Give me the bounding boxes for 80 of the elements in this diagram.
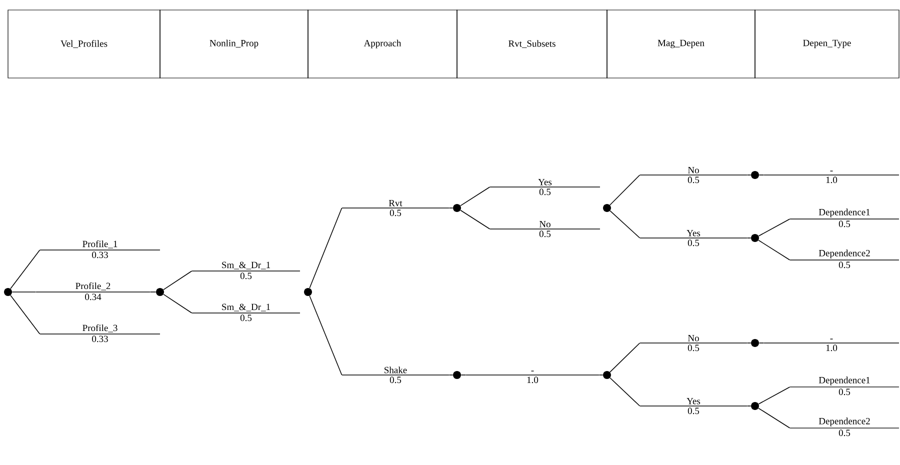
probability-label: 1.0: [826, 344, 838, 352]
branch-label: Dependence1: [818, 208, 870, 218]
branch-label: -: [531, 370, 534, 372]
branch-label: No: [539, 220, 550, 228]
probability-label: 0.5: [240, 272, 252, 280]
column-header: Approach: [308, 10, 458, 78]
branch-label: Profile_2: [76, 282, 110, 290]
branch-label: Dependence1: [818, 376, 870, 386]
branch-connector: [309, 208, 342, 288]
chance-node: [453, 204, 461, 212]
probability-label: 1.0: [826, 176, 838, 184]
branch-label: Yes: [686, 398, 700, 404]
branch-connector: [610, 210, 640, 238]
branch-label: No: [688, 166, 699, 174]
branch-connector: [163, 294, 192, 314]
branch-connector: [598, 374, 604, 376]
branch-connector: [758, 408, 790, 428]
chance-node: [751, 234, 759, 242]
probability-label: 0.5: [688, 408, 700, 414]
branch-connector: [758, 218, 790, 236]
branch-connector: [758, 386, 790, 404]
probability-label: 0.5: [390, 210, 402, 216]
column-header: Vel_Profiles: [8, 10, 160, 78]
branch-connector: [758, 174, 764, 176]
chance-node: [603, 370, 611, 379]
probability-label: 0.5: [688, 176, 700, 184]
probability-label: 0.5: [539, 230, 551, 238]
branch-connector: [460, 374, 466, 376]
branch-label: No: [688, 334, 699, 342]
chance-node: [751, 402, 759, 410]
branch-label: Yes: [538, 178, 552, 186]
branch-connector: [610, 174, 640, 206]
probability-label: 0.5: [539, 188, 551, 196]
column-header: Mag_Depen: [606, 10, 756, 78]
branch-connector: [460, 210, 490, 230]
column-header: Rvt_Subsets: [456, 10, 608, 78]
probability-label: 0.5: [240, 314, 252, 322]
chance-node: [751, 171, 759, 179]
branch-connector: [746, 174, 752, 176]
probability-label: 0.33: [92, 252, 108, 258]
chance-node: [304, 288, 312, 296]
branch-connector: [10, 250, 40, 290]
branch-connector: [758, 342, 764, 344]
branch-label: Rvt: [388, 200, 402, 206]
probability-label: 0.5: [688, 344, 700, 352]
column-header: Nonlin_Prop: [160, 10, 308, 78]
branch-label: Profile_1: [82, 240, 118, 248]
branch-label: Dependence2: [818, 418, 870, 426]
chance-node: [603, 204, 611, 212]
probability-label: 1.0: [527, 376, 538, 384]
branch-label: Yes: [686, 230, 700, 236]
probability-label: 0.5: [390, 376, 402, 384]
branch-connector: [610, 377, 640, 406]
branch-connector: [448, 374, 454, 376]
branch-label: -: [830, 338, 833, 340]
probability-label: 0.5: [838, 388, 850, 396]
branch-label: Profile_3: [82, 324, 118, 332]
probability-label: 0.5: [838, 220, 850, 228]
branch-connector: [10, 294, 40, 334]
branch-label: Sm_&_Dr_1: [222, 304, 270, 312]
branch-label: Sm_&_Dr_1: [222, 262, 270, 270]
branch-connector: [163, 270, 192, 290]
chance-node: [453, 370, 461, 379]
branch-label: Shake: [384, 366, 407, 374]
chance-node: [4, 288, 12, 296]
branch-connector: [746, 342, 752, 344]
column-header: Depen_Type: [754, 10, 900, 78]
branch-connector: [758, 240, 790, 260]
chance-node: [156, 288, 164, 296]
probability-label: 0.5: [838, 430, 850, 436]
branch-connector: [309, 295, 342, 376]
branch-label: Dependence2: [818, 250, 870, 258]
probability-label: 0.5: [838, 262, 850, 268]
probability-label: 0.34: [85, 294, 102, 300]
chance-node: [751, 339, 759, 347]
branch-label: -: [830, 170, 833, 172]
probability-label: 0.5: [688, 240, 700, 246]
probability-label: 0.33: [92, 336, 108, 342]
branch-connector: [610, 342, 640, 372]
branch-connector: [460, 186, 490, 206]
